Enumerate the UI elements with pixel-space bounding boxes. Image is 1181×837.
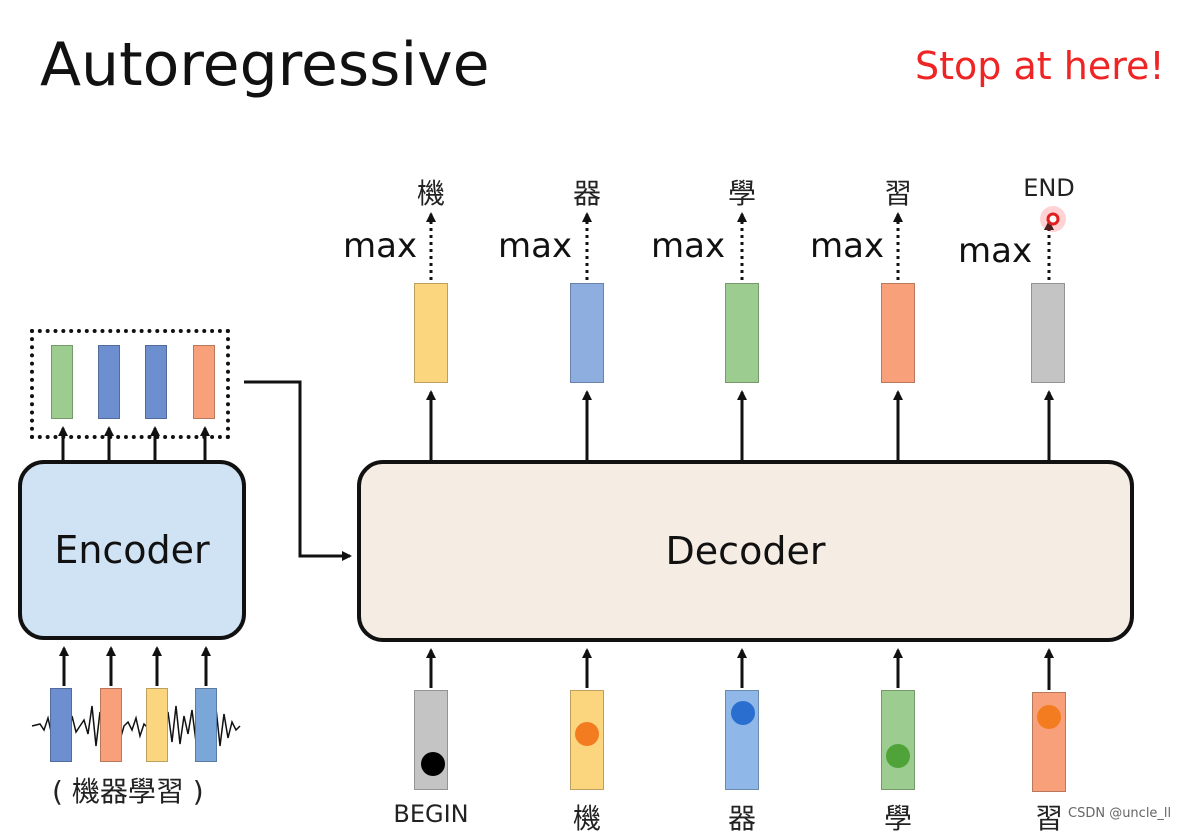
output-vector-3 xyxy=(725,283,759,383)
max-label-2: max xyxy=(498,226,573,266)
input-word-1: BEGIN xyxy=(393,800,469,828)
max-dotted-arrows xyxy=(426,212,1054,280)
output-word-5: END xyxy=(1023,174,1075,202)
input-dot-2 xyxy=(575,722,599,746)
encoder-decoder-connector xyxy=(244,380,352,561)
output-word-2: 器 xyxy=(572,177,601,210)
max-label-3: max xyxy=(651,226,726,266)
encoder-input-arrows xyxy=(59,646,211,686)
output-vector-2 xyxy=(570,283,604,383)
output-vector-1 xyxy=(414,283,448,383)
encoder-output-group xyxy=(30,329,230,439)
watermark: CSDN @uncle_ll xyxy=(1068,806,1172,821)
input-dot-4 xyxy=(886,744,910,768)
encoder-label: Encoder xyxy=(54,528,210,572)
encoder-input-vector-2 xyxy=(100,688,122,762)
max-label-4: max xyxy=(810,226,885,266)
output-word-4: 習 xyxy=(883,177,912,210)
input-dot-3 xyxy=(731,701,755,725)
input-dot-5 xyxy=(1037,705,1061,729)
encoder-output-vector-4 xyxy=(193,345,215,419)
output-vector-4 xyxy=(881,283,915,383)
encoder-input-vector-4 xyxy=(195,688,217,762)
pointer-dot xyxy=(1046,212,1060,226)
encoder-output-arrows xyxy=(58,426,210,460)
input-vector-4 xyxy=(881,690,915,790)
decoder-input-arrows xyxy=(426,648,1054,690)
input-word-3: 器 xyxy=(727,802,756,835)
decoder-output-arrows xyxy=(426,390,1054,460)
encoder-output-vector-2 xyxy=(98,345,120,419)
encoder-output-vector-3 xyxy=(145,345,167,419)
slide-title: Autoregressive xyxy=(40,30,490,100)
encoder-input-caption: ( 機器學習 ) xyxy=(52,775,204,808)
decoder-label: Decoder xyxy=(665,529,826,573)
decoder-block: Decoder xyxy=(357,460,1134,642)
max-label-1: max xyxy=(343,226,418,266)
stop-annotation: Stop at here! xyxy=(915,44,1165,88)
output-word-3: 學 xyxy=(727,177,756,210)
output-vector-5 xyxy=(1031,283,1065,383)
max-label-5: max xyxy=(958,231,1033,271)
encoder-input-vector-3 xyxy=(146,688,168,762)
input-dot-1 xyxy=(421,752,445,776)
input-word-2: 機 xyxy=(572,802,601,835)
input-word-5: 習 xyxy=(1034,802,1063,835)
input-word-4: 學 xyxy=(883,802,912,835)
encoder-block: Encoder xyxy=(18,460,246,640)
encoder-input-vector-1 xyxy=(50,688,72,762)
output-word-1: 機 xyxy=(416,177,445,210)
encoder-output-vector-1 xyxy=(51,345,73,419)
